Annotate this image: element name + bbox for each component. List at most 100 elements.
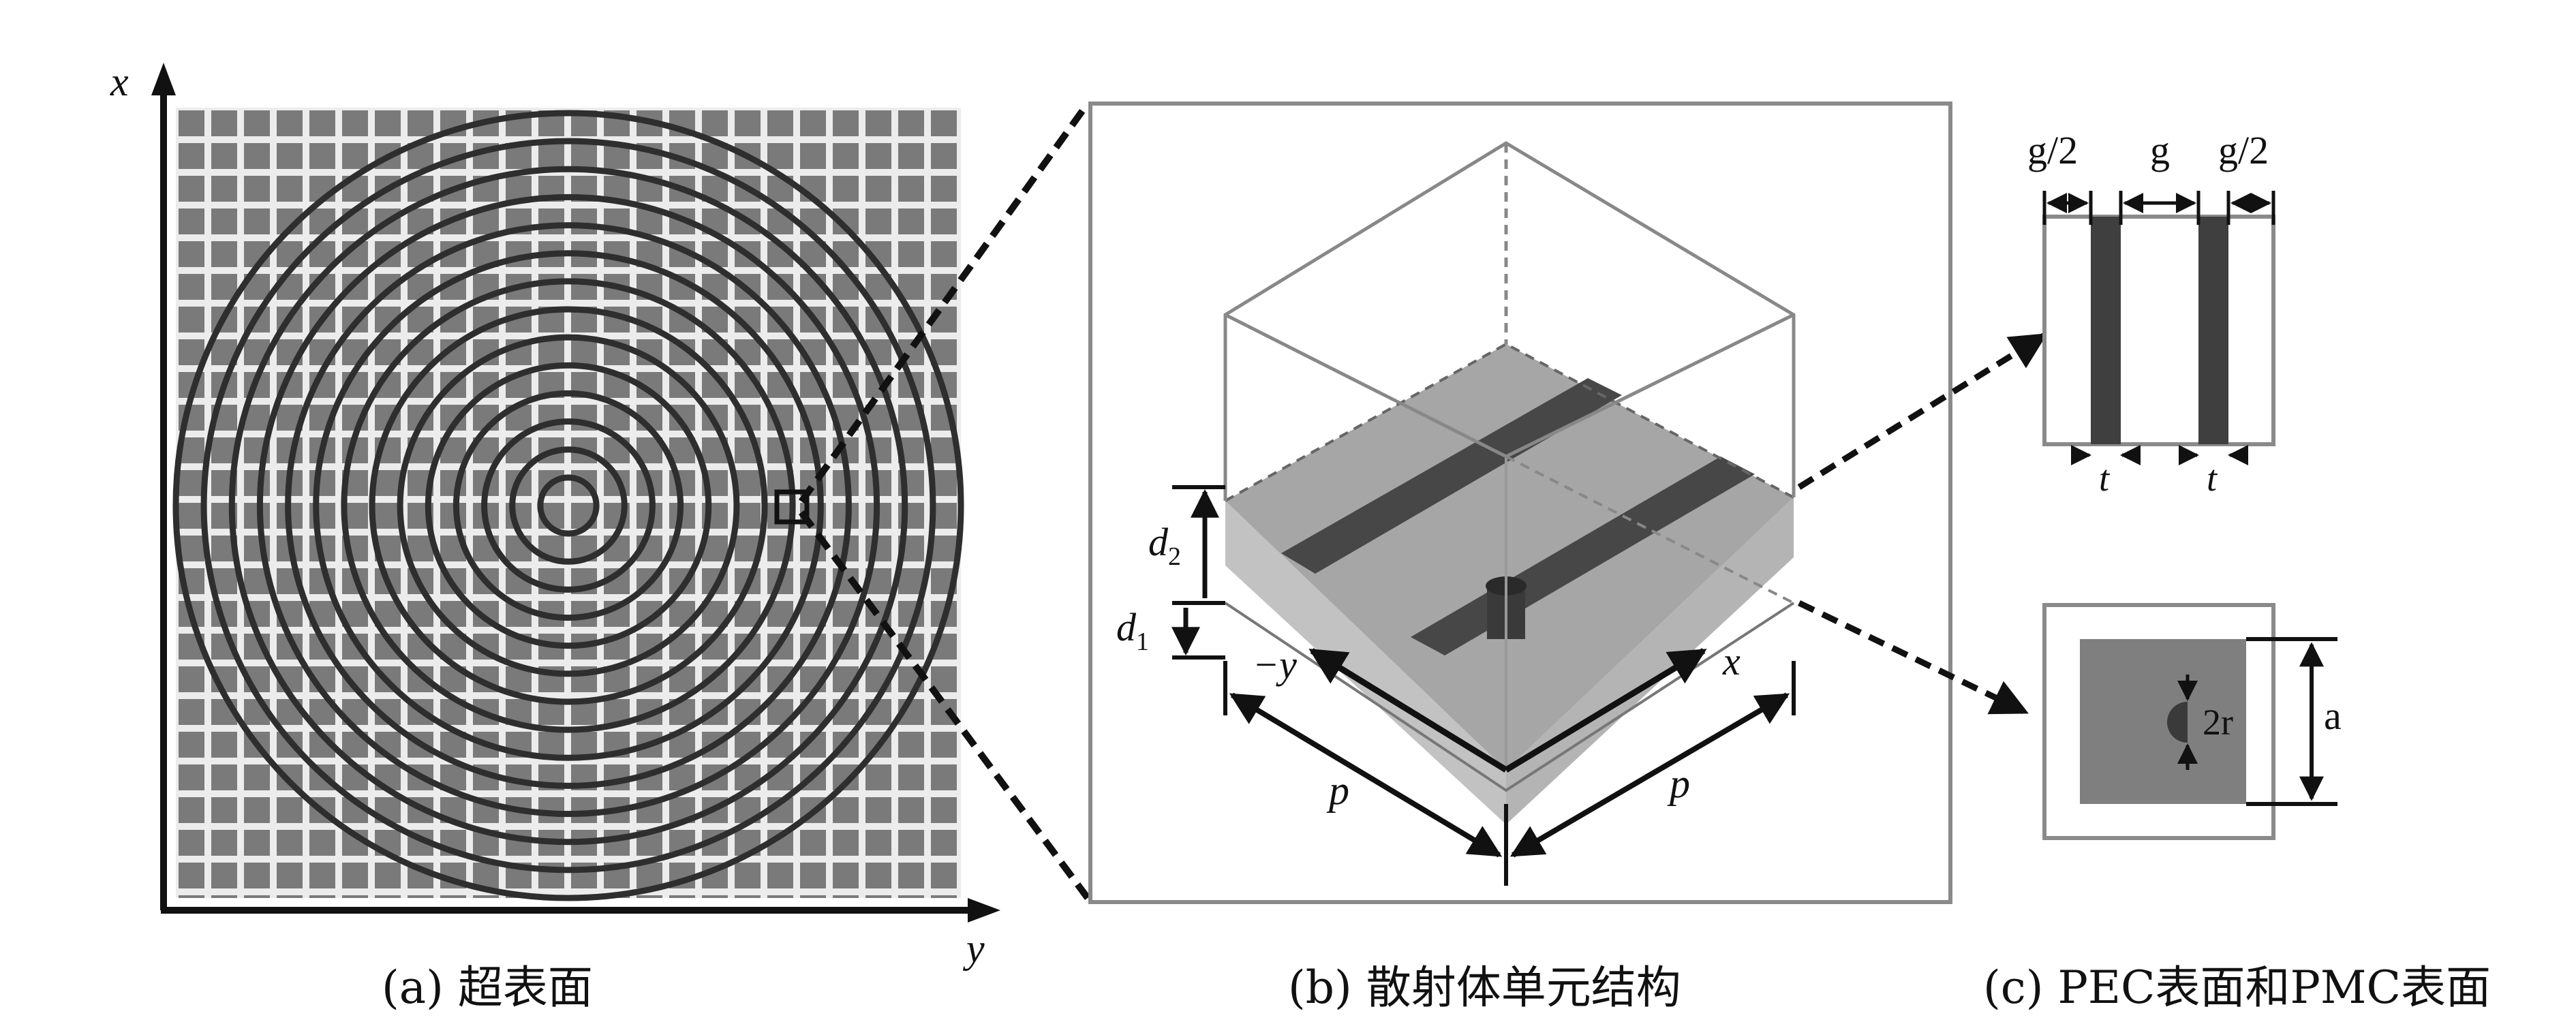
metasurface-cell	[898, 568, 924, 594]
metasurface-cell	[277, 830, 303, 856]
metasurface-cell	[179, 176, 204, 202]
label-g-half-right: g/2	[2218, 128, 2269, 172]
metasurface-cell	[375, 470, 401, 496]
metasurface-cell	[211, 863, 237, 888]
metasurface-cell	[833, 110, 859, 136]
metasurface-cell	[375, 895, 401, 898]
metasurface-cell	[179, 863, 204, 888]
metasurface-ring	[481, 418, 656, 593]
metasurface-cell	[898, 143, 924, 169]
metasurface-cell	[179, 208, 204, 234]
metasurface-cell	[408, 536, 433, 561]
metasurface-cell	[833, 830, 859, 856]
label-a: a	[2324, 694, 2342, 738]
metasurface-cell	[277, 176, 303, 202]
metasurface-cell	[277, 110, 303, 136]
metasurface-cell	[211, 176, 237, 202]
metasurface-cell	[865, 895, 891, 898]
p-left-dimension	[1229, 692, 1503, 858]
metasurface-cell	[800, 110, 826, 136]
metasurface-cell	[571, 732, 597, 758]
metasurface-cell	[637, 895, 662, 898]
metasurface-cell	[211, 895, 237, 898]
metasurface-cell	[375, 110, 401, 136]
metasurface-cell	[702, 110, 728, 136]
metasurface-cell	[179, 830, 204, 856]
metasurface-cell	[179, 339, 204, 365]
metasurface-cell	[244, 797, 270, 823]
metasurface-cell	[898, 797, 924, 823]
metasurface-cell	[179, 110, 204, 136]
metasurface-cell	[211, 830, 237, 856]
metasurface-cell	[833, 176, 859, 202]
metasurface-cell	[309, 895, 335, 898]
metasurface-cell	[898, 830, 924, 856]
metasurface-cell	[898, 241, 924, 267]
label-p-right: p	[1667, 761, 1690, 806]
metasurface-cell	[865, 208, 891, 234]
metasurface-cell	[898, 732, 924, 758]
metasurface-cell	[375, 863, 401, 888]
metasurface-cell	[244, 110, 270, 136]
metasurface-cell	[211, 797, 237, 823]
connector-to-pec	[1797, 332, 2048, 490]
metasurface-cell	[931, 830, 957, 856]
metasurface-ring	[200, 138, 936, 873]
metasurface-cell	[211, 208, 237, 234]
metasurface-cell	[342, 143, 368, 169]
metasurface-ring	[341, 278, 796, 733]
metasurface-cell	[408, 110, 433, 136]
metasurface-cell	[244, 895, 270, 898]
metasurface-rings	[172, 110, 964, 901]
metasurface-cell	[931, 241, 957, 267]
metasurface-cell	[767, 110, 793, 136]
metasurface-cell	[833, 143, 859, 169]
metasurface-cell	[735, 863, 761, 888]
metasurface-cell	[277, 863, 303, 888]
metasurface-cell	[179, 143, 204, 169]
metasurface-cell-grid	[179, 110, 957, 898]
metasurface-cell	[244, 208, 270, 234]
metasurface-cell	[931, 732, 957, 758]
metasurface-cell	[277, 797, 303, 823]
metasurface-cell	[244, 764, 270, 790]
metasurface-ring	[256, 193, 880, 818]
metasurface-cell	[898, 110, 924, 136]
metasurface-cell	[179, 732, 204, 758]
metasurface-cell	[800, 863, 826, 888]
metasurface-cell	[767, 143, 793, 169]
metasurface-cell	[571, 339, 597, 365]
metasurface-cell	[898, 895, 924, 898]
metasurface-cell	[211, 143, 237, 169]
metasurface-cell	[244, 470, 270, 496]
metasurface-cell	[931, 895, 957, 898]
metasurface-cell	[604, 830, 630, 856]
label-d1: d1	[1116, 605, 1149, 656]
metasurface-cell	[865, 143, 891, 169]
metasurface-cell	[865, 797, 891, 823]
label-x: x	[1722, 639, 1741, 683]
metasurface-cell	[800, 895, 826, 898]
metasurface-cell	[931, 764, 957, 790]
metasurface-cell	[538, 143, 564, 169]
metasurface-cell	[735, 895, 761, 898]
metasurface-cell	[898, 863, 924, 888]
pec-strip-right	[2198, 217, 2228, 444]
label-t-left: t	[2099, 458, 2111, 499]
metasurface-cell	[865, 830, 891, 856]
label-t-right: t	[2207, 458, 2218, 499]
slab-top-face	[1225, 344, 1794, 770]
p-right-dimension	[1509, 692, 1790, 858]
box-inner-dashed	[1505, 455, 1794, 604]
metasurface-cell	[244, 863, 270, 888]
metasurface-cell	[309, 863, 335, 888]
metasurface-cell	[931, 437, 957, 463]
caption-c: (c) PEC表面和PMC表面	[1983, 961, 2491, 1014]
metasurface-cell	[342, 110, 368, 136]
metasurface-ring	[425, 362, 712, 649]
slab-back-edge	[1225, 342, 1794, 502]
connector-to-pmc	[1798, 600, 2029, 715]
metasurface-cell	[931, 176, 957, 202]
metasurface-cell	[571, 274, 597, 300]
metasurface-cell	[931, 797, 957, 823]
